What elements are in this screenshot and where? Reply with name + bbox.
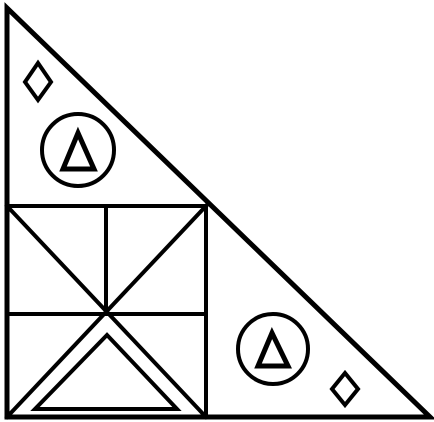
circle-bottom-right [236, 312, 310, 386]
square-diagonal-up [4, 203, 209, 420]
circle-top-left [40, 112, 116, 188]
triangle-in-circle-top [59, 126, 98, 172]
triangle-in-circle-bottom [254, 326, 292, 369]
diamond-bottom-right [329, 369, 361, 409]
nested-triangle-inner [30, 332, 182, 411]
diamond-top-left [22, 59, 54, 104]
